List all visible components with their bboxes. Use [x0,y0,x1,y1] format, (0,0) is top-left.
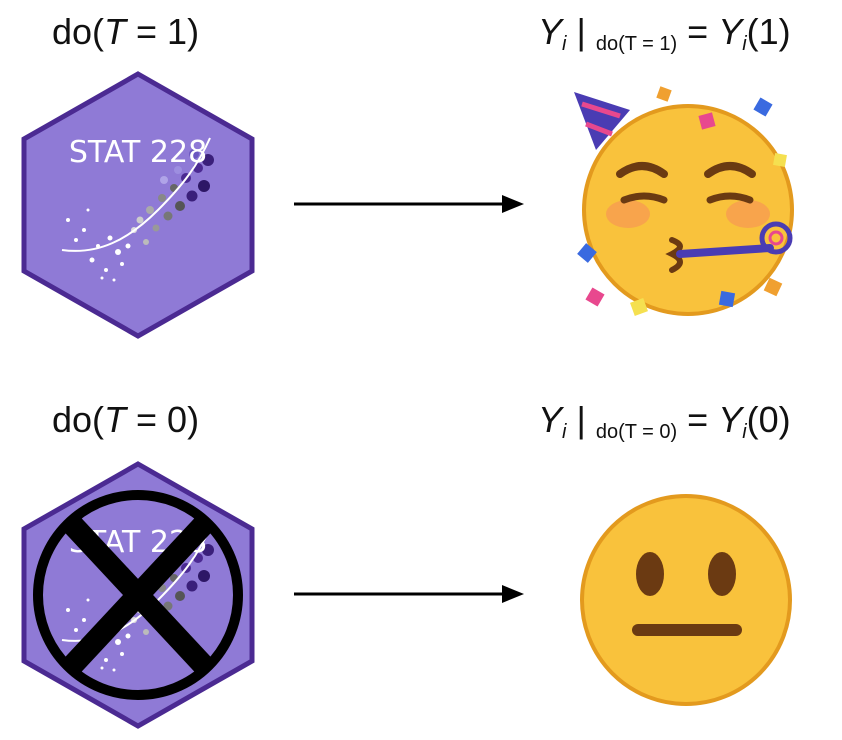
scatter-point [189,149,199,159]
scatter-points [66,149,214,282]
scatter-point [152,224,160,232]
scatter-point [120,652,124,656]
scatter-point [202,154,214,166]
scatter-point [115,639,121,645]
scatter-point [125,243,131,249]
arrow-1 [292,192,532,216]
scatter-point [66,608,70,612]
scatter-point [100,666,104,670]
scatter-point [198,570,210,582]
scatter-point [136,216,144,224]
scatter-point [125,633,131,639]
scatter-point [175,591,185,601]
scatter-point [175,201,185,211]
scatter-point [202,544,214,556]
outcome-label-2: Yi | do(T = 0) = Yi(0) [538,399,791,443]
scatter-point [158,194,166,202]
scatter-point [143,239,149,245]
scatter-point [163,601,173,611]
neutral-face-icon [576,490,796,710]
party-face-icon [560,82,820,322]
scatter-point [66,218,70,222]
treatment-label-1: do(T = 1) [52,11,200,52]
scatter-point [89,257,95,263]
scatter-point [163,211,173,221]
scatter-point [120,262,124,266]
sticker-title: STAT 228 [69,135,207,170]
arrow-2 [292,582,532,606]
scatter-point [104,268,108,272]
scatter-point [100,276,104,280]
cross-icon [33,490,243,700]
treatment-label-2: do(T = 0) [52,399,200,440]
scatter-point [107,235,113,241]
scatter-point [160,176,168,184]
scatter-point [104,658,108,662]
outcome-label-1: Yi | do(T = 1) = Yi(1) [538,11,791,55]
scatter-point [74,628,78,632]
scatter-point [174,166,182,174]
scatter-point [115,249,121,255]
scatter-point [86,208,90,212]
scatter-point [186,580,198,592]
scatter-point [82,228,86,232]
scatter-point [186,190,198,202]
scatter-point [86,598,90,602]
scatter-point [74,238,78,242]
stat228-hex-sticker: STAT 228 [18,70,258,340]
scatter-point [82,618,86,622]
scatter-point [112,668,116,672]
stat228-hex-sticker-crossed: STAT 228 [18,460,258,730]
scatter-point [198,180,210,192]
scatter-point [143,629,149,635]
scatter-point [112,278,116,282]
scatter-point [146,206,154,214]
